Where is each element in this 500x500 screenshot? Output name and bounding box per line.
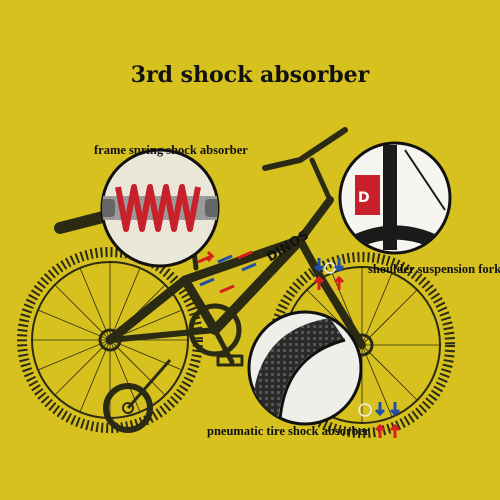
frame-spring-label: frame spring shock absorber (94, 143, 248, 157)
bike-frame (54, 127, 366, 367)
tire-direction-arrows (358, 402, 401, 438)
shock-direction-arrows (197, 250, 257, 294)
training-wheel (103, 359, 172, 433)
spring-shock-inset (100, 148, 220, 268)
pneumatic-tire-inset (247, 310, 363, 426)
fork-direction-arrows (313, 258, 345, 290)
svg-text:D: D (358, 190, 370, 206)
page-title: 3rd shock absorber (130, 62, 370, 88)
pneumatic-tire-label: pneumatic tire shock absorber (207, 424, 370, 438)
rear-wheel (17, 247, 203, 433)
shoulder-fork-inset: D (338, 141, 452, 255)
shoulder-fork-label: shoulder suspension fork (368, 262, 500, 276)
